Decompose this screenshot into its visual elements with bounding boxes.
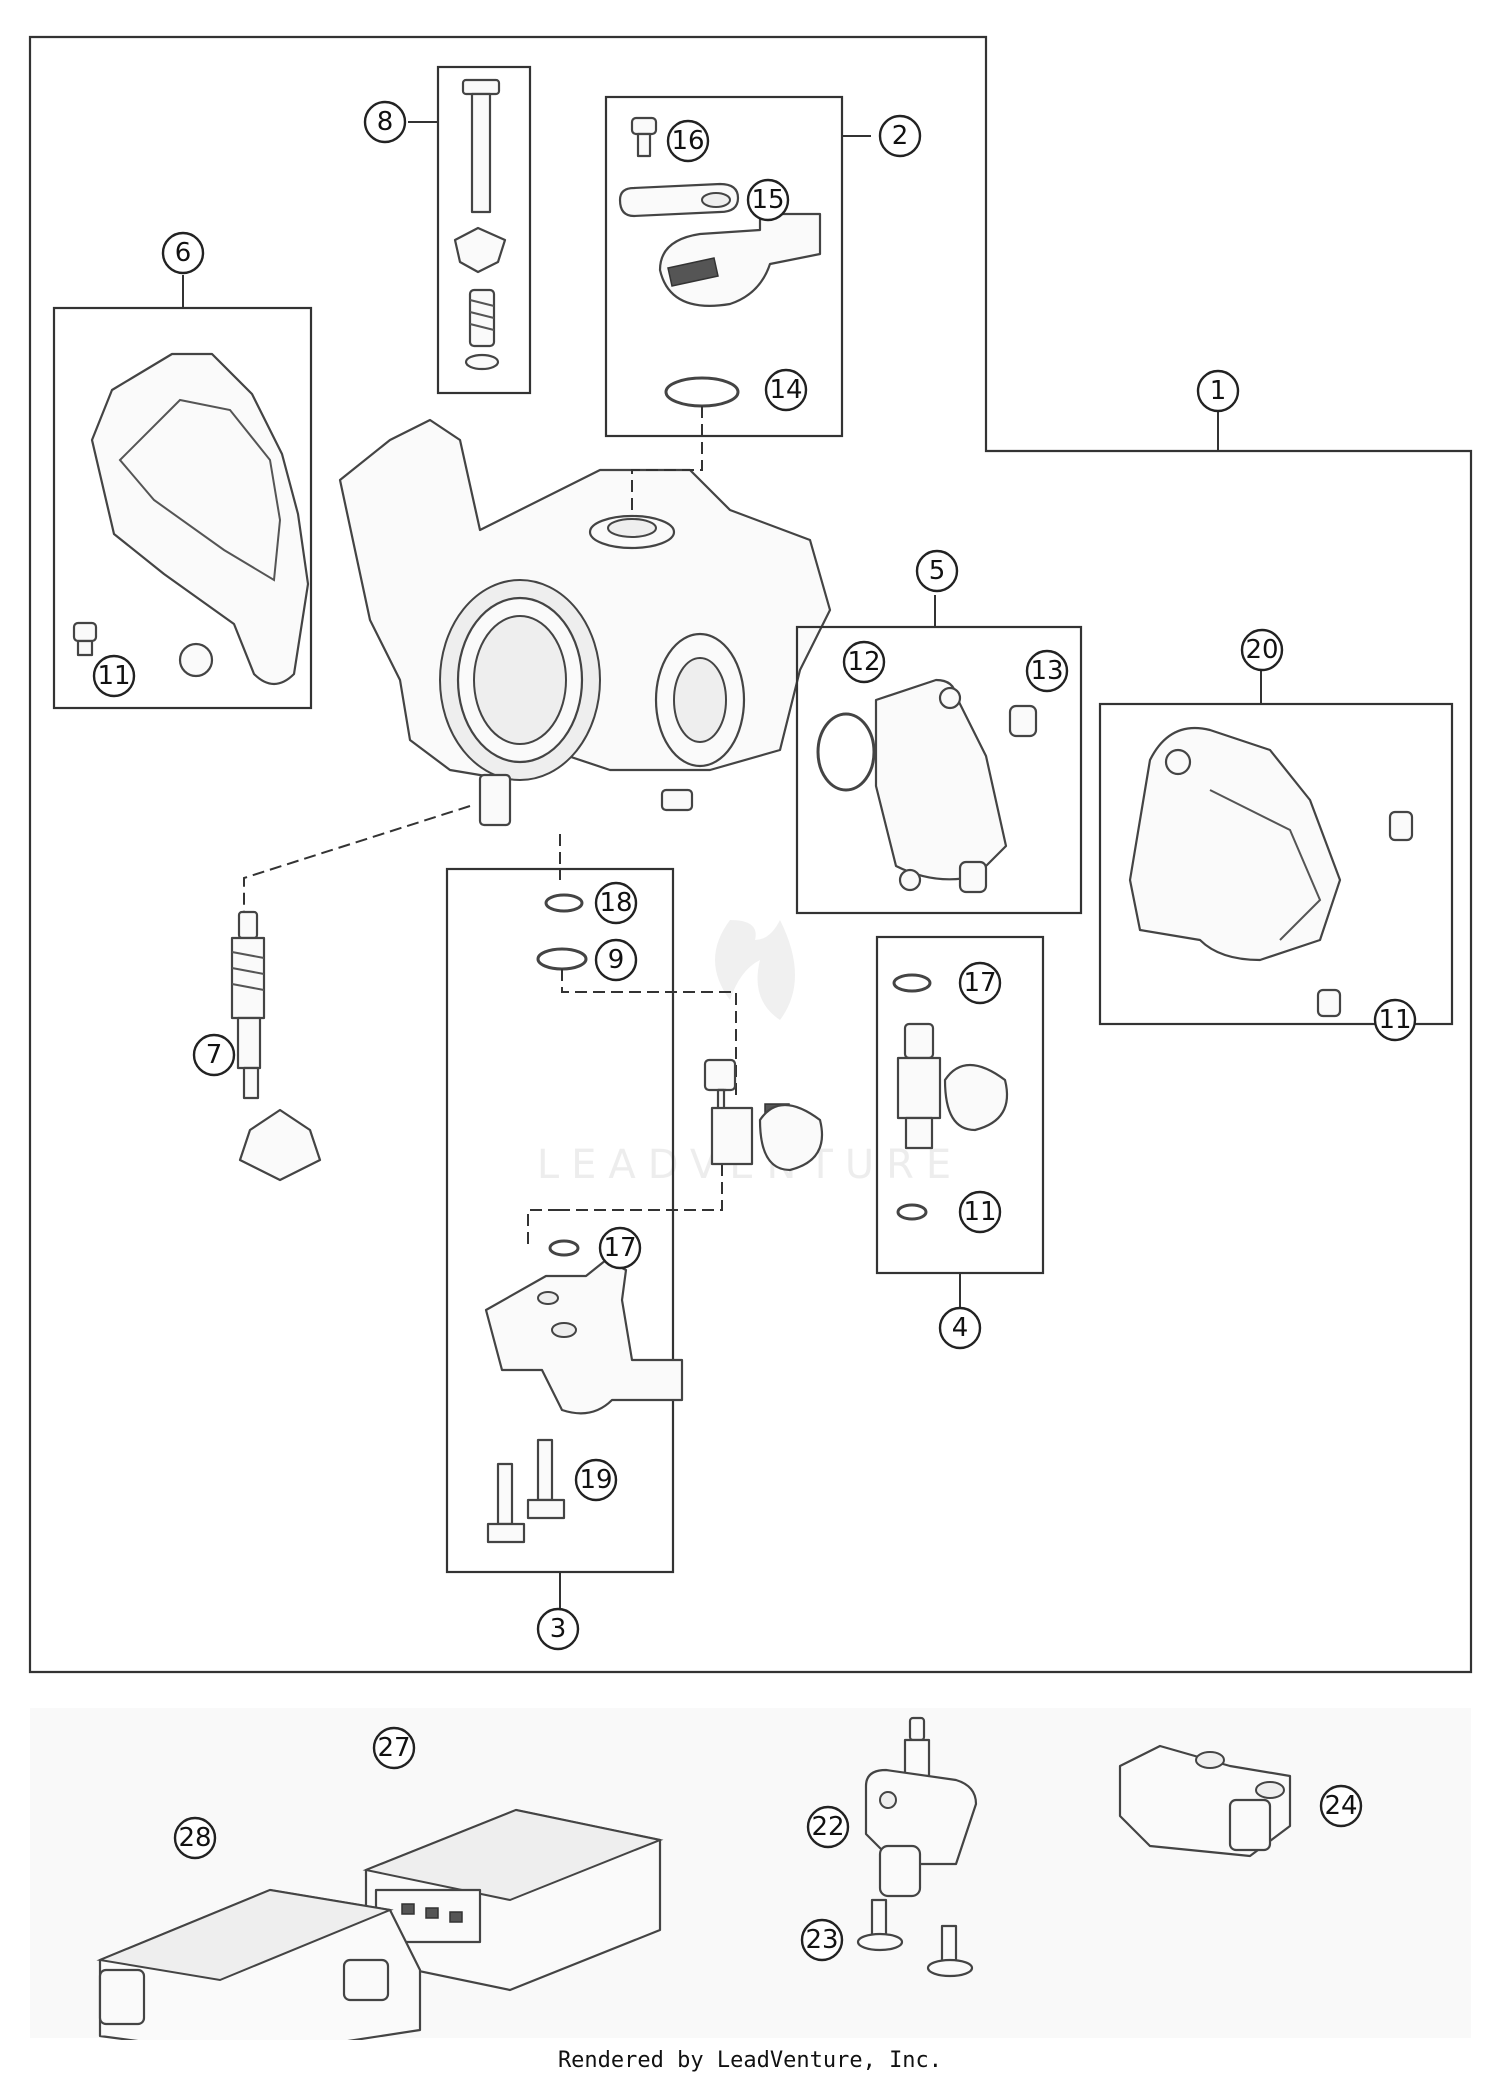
spark-plug-part <box>230 910 322 1182</box>
adjuster-screw-part <box>453 78 507 371</box>
svg-text:20: 20 <box>1245 635 1278 665</box>
callout-3: 3 <box>536 1607 580 1651</box>
svg-text:14: 14 <box>769 375 802 405</box>
group-frame-3 <box>445 867 675 1574</box>
svg-text:15: 15 <box>751 185 784 215</box>
callout-19: 19 <box>574 1458 618 1502</box>
sensor-5-part <box>816 678 1038 894</box>
group-frame-5 <box>795 625 1083 915</box>
svg-text:22: 22 <box>811 1812 844 1842</box>
connector-24-part <box>1118 1744 1292 1858</box>
svg-text:13: 13 <box>1030 656 1063 686</box>
svg-text:6: 6 <box>175 238 192 268</box>
svg-text:18: 18 <box>599 888 632 918</box>
sensor-22-part <box>864 1716 978 1898</box>
svg-text:7: 7 <box>206 1040 223 1070</box>
svg-text:2: 2 <box>892 121 909 151</box>
svg-text:19: 19 <box>579 1465 612 1495</box>
group-frame-20 <box>1098 702 1454 1026</box>
callout-11-sensor: 11 <box>1373 998 1417 1042</box>
callout-5: 5 <box>915 549 959 593</box>
callout-11-cover: 11 <box>92 654 136 698</box>
callout-14: 14 <box>764 368 808 412</box>
svg-text:17: 17 <box>603 1233 636 1263</box>
callout-13: 13 <box>1025 649 1069 693</box>
cover-part <box>72 352 310 686</box>
callout-8: 8 <box>363 100 407 144</box>
svg-text:24: 24 <box>1324 1791 1357 1821</box>
group-frame-8 <box>436 65 532 395</box>
svg-text:17: 17 <box>963 968 996 998</box>
callout-27: 27 <box>372 1726 416 1770</box>
callout-24: 24 <box>1319 1784 1363 1828</box>
svg-text:11: 11 <box>97 661 130 691</box>
callout-12: 12 <box>842 640 886 684</box>
footer-credit: Rendered by LeadVenture, Inc. <box>557 2048 943 2073</box>
svg-text:27: 27 <box>377 1733 410 1763</box>
svg-text:8: 8 <box>377 107 394 137</box>
callout-18-frame3: 18 <box>594 881 638 925</box>
svg-text:28: 28 <box>178 1823 211 1853</box>
svg-text:16: 16 <box>671 126 704 156</box>
callout-17-frame4: 11 <box>958 1190 1002 1234</box>
callout-6: 6 <box>161 231 205 275</box>
callout-20: 20 <box>1240 628 1284 672</box>
callout-4: 4 <box>938 1306 982 1350</box>
callout-22: 22 <box>806 1805 850 1849</box>
injector-set-part <box>484 893 737 1544</box>
sensor-kit-part <box>618 116 822 408</box>
svg-text:4: 4 <box>952 1313 969 1343</box>
callout-23: 23 <box>800 1918 844 1962</box>
injector-part <box>703 1058 824 1172</box>
callout-18-frame4: 17 <box>958 961 1002 1005</box>
svg-text:11: 11 <box>963 1197 996 1227</box>
callout-16: 16 <box>666 119 710 163</box>
sensor-20-part <box>1128 726 1414 1018</box>
ecu-28-part <box>96 1888 422 2040</box>
group-frame-2 <box>604 95 844 438</box>
callout-15: 15 <box>746 178 790 222</box>
svg-text:5: 5 <box>929 556 946 586</box>
svg-text:1: 1 <box>1210 376 1227 406</box>
svg-text:3: 3 <box>550 1614 567 1644</box>
callout-17-frame3: 17 <box>598 1226 642 1270</box>
throttle-body-part <box>338 418 832 827</box>
svg-text:12: 12 <box>847 647 880 677</box>
screw-23-part <box>856 1898 974 1978</box>
callout-7: 7 <box>192 1033 236 1077</box>
callout-28: 28 <box>173 1816 217 1860</box>
parts-diagram: LEADVENTURE <box>28 35 1473 2040</box>
callout-2: 2 <box>878 114 922 158</box>
callout-9: 9 <box>594 938 638 982</box>
injector-4-part <box>892 973 1009 1221</box>
svg-text:11: 11 <box>1378 1005 1411 1035</box>
svg-text:9: 9 <box>608 945 625 975</box>
assembly-frame <box>28 35 1473 1674</box>
svg-text:23: 23 <box>805 1925 838 1955</box>
callout-1: 1 <box>1196 369 1240 451</box>
